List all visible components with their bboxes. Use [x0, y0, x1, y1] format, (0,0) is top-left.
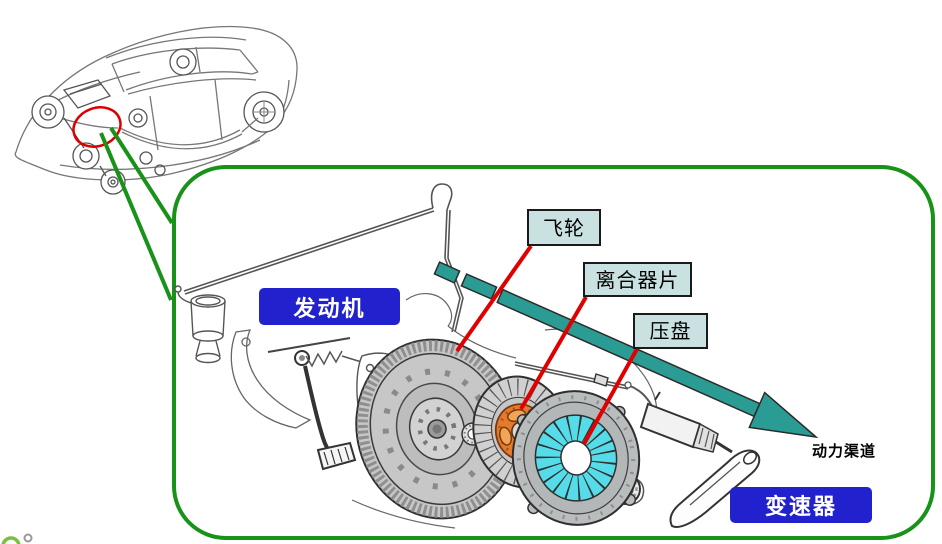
slave-cylinder-drawing	[624, 381, 733, 454]
reservoir-drawing	[174, 285, 226, 364]
pressure-plate-drawing	[511, 390, 641, 526]
diagram-frame	[172, 165, 935, 540]
label-clutch-disc: 离合器片	[583, 262, 692, 297]
label-engine: 发动机	[259, 288, 400, 325]
label-power-path: 动力渠道	[812, 442, 877, 460]
red-ellipse-highlight	[72, 106, 122, 148]
pedal-bracket-drawing	[230, 329, 351, 429]
label-flywheel: 飞轮	[527, 209, 601, 246]
release-fork-drawing	[669, 449, 761, 528]
red-pointer-lines	[455, 244, 639, 445]
magnify-callout-lines	[99, 126, 174, 301]
label-transmission: 变速器	[730, 487, 872, 523]
flywheel-drawing	[355, 338, 519, 520]
power-flow-arrow	[433, 261, 819, 439]
page-corner-marks	[1, 533, 33, 544]
label-pressure-plate: 压盘	[633, 313, 708, 349]
